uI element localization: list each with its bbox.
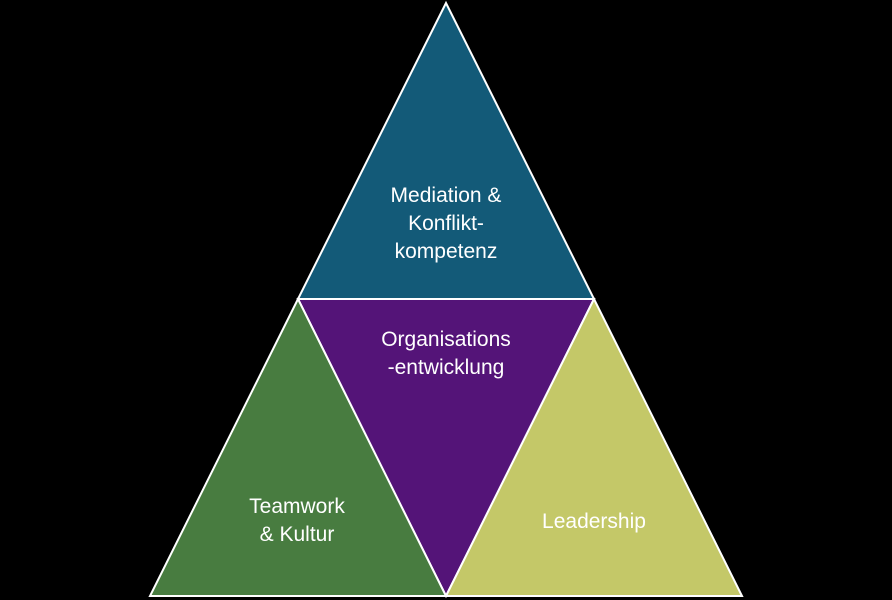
center-label-line-1: Organisations xyxy=(381,328,511,351)
right-label-line-1: Leadership xyxy=(542,510,646,533)
top-label-line-1: Mediation & xyxy=(390,184,502,207)
left-label-line-1: Teamwork xyxy=(249,495,345,518)
left-segment-label: Teamwork & Kultur xyxy=(197,493,397,549)
center-segment-label: Organisations -entwicklung xyxy=(346,326,546,382)
right-segment-label: Leadership xyxy=(494,508,694,536)
right-triangle xyxy=(444,296,744,597)
top-label-line-3: kompetenz xyxy=(394,240,498,263)
top-label-line-2: Konflikt- xyxy=(408,212,484,235)
left-label-line-2: & Kultur xyxy=(259,523,335,546)
left-triangle xyxy=(148,296,448,597)
center-label-line-2: -entwicklung xyxy=(387,356,505,379)
top-segment-label: Mediation & Konflikt- kompetenz xyxy=(346,182,546,266)
